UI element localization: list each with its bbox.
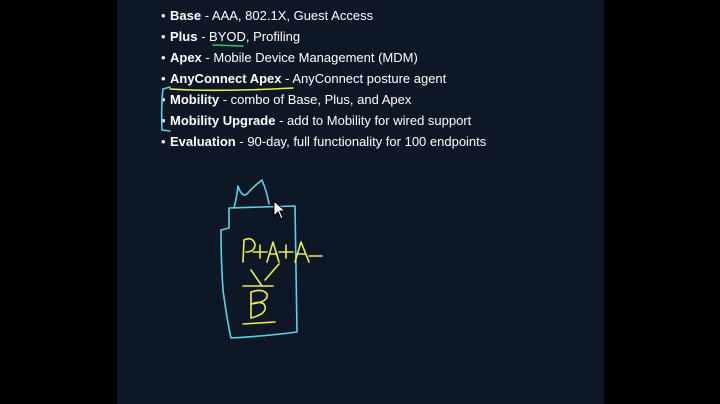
bullet-separator: - — [281, 71, 293, 86]
bullet-term: Plus — [170, 29, 198, 44]
bullet-anyconnect-apex: • AnyConnect Apex - AnyConnect posture ag… — [161, 68, 486, 89]
bullet-dot: • — [161, 50, 166, 65]
bullet-term: Evaluation — [170, 134, 236, 149]
bullet-plus: • Plus - BYOD, Profiling — [161, 26, 486, 47]
bullet-term: AnyConnect Apex — [170, 71, 282, 86]
bullet-apex: • Apex - Mobile Device Management (MDM) — [161, 47, 486, 68]
bullet-description: BYOD, Profiling — [209, 29, 301, 44]
bullet-term: Mobility Upgrade — [170, 113, 276, 128]
bullet-description: Mobile Device Management (MDM) — [213, 50, 418, 65]
bullet-dot: • — [161, 71, 166, 86]
bullet-description: 90-day, full functionality for 100 endpo… — [247, 134, 487, 149]
bullet-base: • Base - AAA, 802.1X, Guest Access — [161, 5, 486, 26]
bullet-dot: • — [161, 29, 166, 44]
bullet-dot: • — [161, 92, 166, 107]
bullet-mobility-upgrade: • Mobility Upgrade - add to Mobility for … — [161, 110, 486, 131]
license-bullet-list: • Base - AAA, 802.1X, Guest Access • Plus … — [161, 5, 486, 152]
bullet-mobility: • Mobility - combo of Base, Plus, and Ape… — [161, 89, 486, 110]
bullet-term: Mobility — [170, 92, 220, 107]
bullet-dot: • — [161, 134, 166, 149]
bullet-term: Base — [170, 8, 202, 23]
bullet-separator: - — [235, 134, 248, 149]
pa-sketch — [242, 237, 323, 263]
bullet-description: add to Mobility for wired support — [287, 113, 472, 128]
bullet-separator: - — [201, 50, 214, 65]
bullet-evaluation: • Evaluation - 90-day, full functionality… — [161, 131, 486, 152]
bullet-description: combo of Base, Plus, and Apex — [230, 92, 412, 107]
bullet-dot: • — [161, 113, 166, 128]
bullet-separator: - — [275, 113, 288, 128]
bullet-dot: • — [161, 8, 166, 23]
slide: • Base - AAA, 802.1X, Guest Access • Plus … — [117, 0, 604, 404]
bullet-separator: - — [201, 8, 212, 23]
mouse-pointer-icon — [273, 200, 287, 220]
crown-drawing — [233, 179, 270, 209]
bullet-description: AnyConnect posture agent — [292, 71, 447, 86]
bullet-term: Apex — [170, 50, 202, 65]
bullet-separator: - — [219, 92, 231, 107]
box-drawing — [220, 205, 298, 339]
bullet-description: AAA, 802.1X, Guest Access — [211, 8, 374, 23]
bullet-separator: - — [197, 29, 210, 44]
b-sketch — [242, 263, 280, 325]
